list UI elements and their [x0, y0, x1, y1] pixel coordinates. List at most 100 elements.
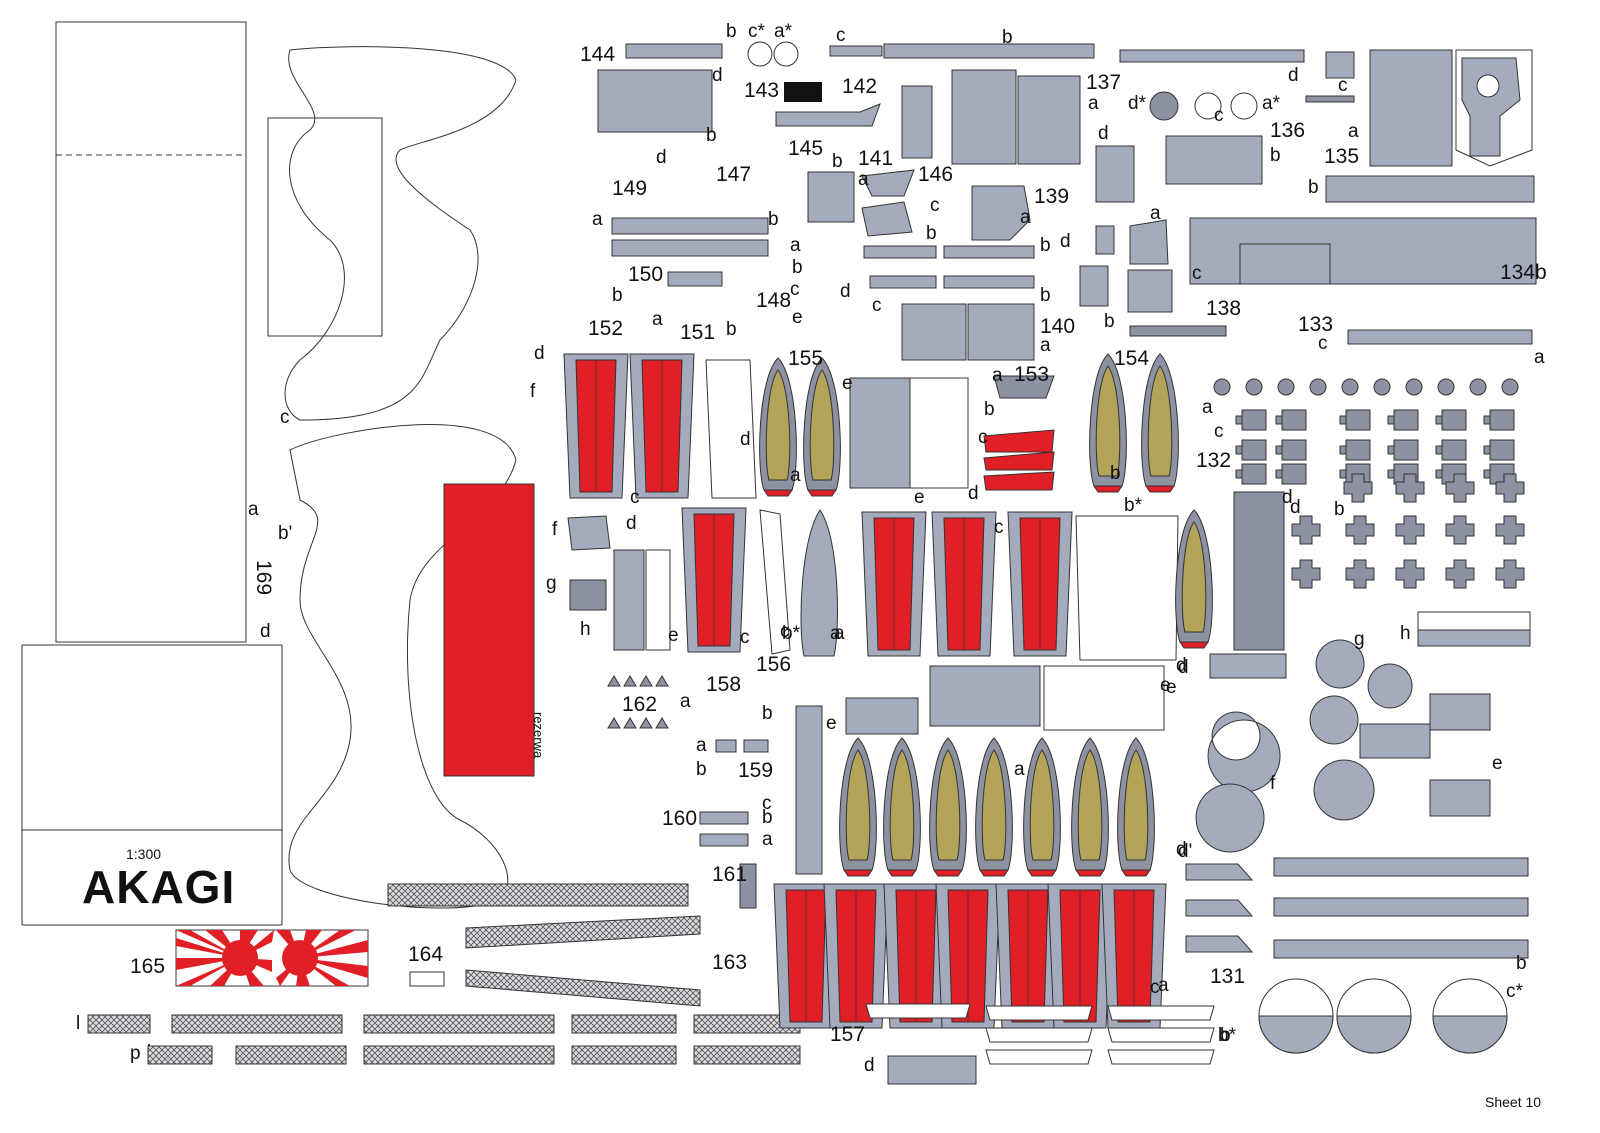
deck-cutout-outline [267, 46, 517, 909]
sub-label: b [1270, 145, 1281, 166]
part-number-153: 153 [1014, 363, 1050, 386]
sub-label: e [668, 625, 679, 646]
part-number-146: 146 [918, 163, 954, 186]
sub-label: d [1098, 123, 1109, 144]
sub-label: f [530, 381, 536, 402]
sub-label: a [992, 365, 1003, 386]
sub-label: b [762, 807, 773, 828]
sub-label: d [1176, 655, 1187, 676]
part-number-142: 142 [842, 75, 878, 98]
sub-label: g [546, 573, 557, 594]
sub-label: b [1040, 235, 1051, 256]
sub-label: a [790, 465, 801, 486]
sub-label: b [1104, 311, 1115, 332]
sub-label: d [656, 147, 667, 168]
part-number-160: 160 [662, 807, 698, 830]
sub-label: d [740, 429, 751, 450]
sub-label: c [630, 487, 640, 508]
sub-label: c [930, 195, 940, 216]
part-number-158: 158 [706, 673, 742, 696]
lattice-strips [87, 883, 801, 1065]
sub-label: b [1308, 177, 1319, 198]
part-number-156: 156 [756, 653, 792, 676]
sub-label: d [968, 483, 979, 504]
sub-label: e [842, 373, 853, 394]
part-number-150: 150 [628, 263, 664, 286]
sub-label: b [768, 209, 779, 230]
part-number-138: 138 [1206, 297, 1242, 320]
boats-and-hull-panels [563, 353, 1287, 1085]
upper-parts [597, 41, 1537, 489]
part-number-145: 145 [788, 137, 824, 160]
sub-label: c* [748, 21, 765, 42]
sub-label: d [1288, 65, 1299, 86]
sub-label: g [1354, 629, 1365, 650]
sub-label: a [680, 691, 691, 712]
sub-label: a [1348, 121, 1359, 142]
sub-label: d [260, 621, 271, 642]
sub-label: c [780, 621, 790, 642]
part-number-131: 131 [1210, 965, 1246, 988]
sub-label: a [834, 623, 845, 644]
sub-label: e [914, 487, 925, 508]
part-number-137: 137 [1086, 71, 1122, 94]
part-number-139: 139 [1034, 185, 1070, 208]
sheet-number: Sheet 10 [1485, 1094, 1542, 1110]
sub-label: a [858, 169, 869, 190]
sub-label: b [832, 151, 843, 172]
sub-label: e [1166, 677, 1177, 698]
sub-label: e [792, 307, 803, 328]
sub-label: b [696, 759, 707, 780]
sub-label: c [994, 517, 1004, 538]
part-number-132: 132 [1196, 449, 1232, 472]
sub-label: c [1318, 333, 1328, 354]
sub-label: b [706, 125, 717, 146]
part-number-159: 159 [738, 759, 774, 782]
part-number-164: 164 [408, 943, 444, 966]
sub-label: c* [1506, 981, 1523, 1002]
scale-label: 1:300 [126, 846, 162, 862]
sub-label: a [592, 209, 603, 230]
sub-label: b [792, 257, 803, 278]
part-number-135: 135 [1324, 145, 1360, 168]
sub-label: b [726, 319, 737, 340]
sub-label: c [872, 295, 882, 316]
part-number-149: 149 [612, 177, 648, 200]
sub-label: b* [1124, 495, 1142, 516]
sub-label: d [864, 1055, 875, 1076]
part-number-154: 154 [1114, 347, 1150, 370]
sub-label: b [762, 703, 773, 724]
sub-label: b [1220, 1025, 1231, 1046]
sub-label: c [1214, 421, 1224, 442]
part-number-147: 147 [716, 163, 752, 186]
part-number-144: 144 [580, 43, 616, 66]
sub-label: c [762, 793, 772, 814]
sub-label: b [612, 285, 623, 306]
sub-label: c [740, 627, 750, 648]
sub-label: c [280, 407, 290, 428]
sub-label: b [984, 399, 995, 420]
sub-label: a [1202, 397, 1213, 418]
sub-label: c [1192, 263, 1202, 284]
reserve-label: rezerwa [531, 712, 546, 759]
part-number-148: 148 [756, 289, 792, 312]
part-number-169: 169 [252, 560, 275, 596]
sub-label: e [1492, 753, 1503, 774]
sub-label: d [1178, 657, 1189, 678]
sub-label: a [1150, 203, 1161, 224]
part-number-162: 162 [622, 693, 658, 716]
sub-label: b [1002, 27, 1013, 48]
rising-sun-flag [175, 929, 369, 987]
sub-label: a [1534, 347, 1545, 368]
sub-label: a* [1262, 93, 1280, 114]
sub-label: b [926, 223, 937, 244]
sub-label: c [1214, 105, 1224, 126]
sub-label: a [1014, 759, 1025, 780]
sub-label: b [1110, 463, 1121, 484]
part-number-161: 161 [712, 863, 748, 886]
sub-label: a [652, 309, 663, 330]
sub-label: d [1176, 839, 1187, 860]
part-number-143: 143 [744, 79, 780, 102]
sub-label: a [830, 623, 841, 644]
sub-label: d [1060, 231, 1071, 252]
